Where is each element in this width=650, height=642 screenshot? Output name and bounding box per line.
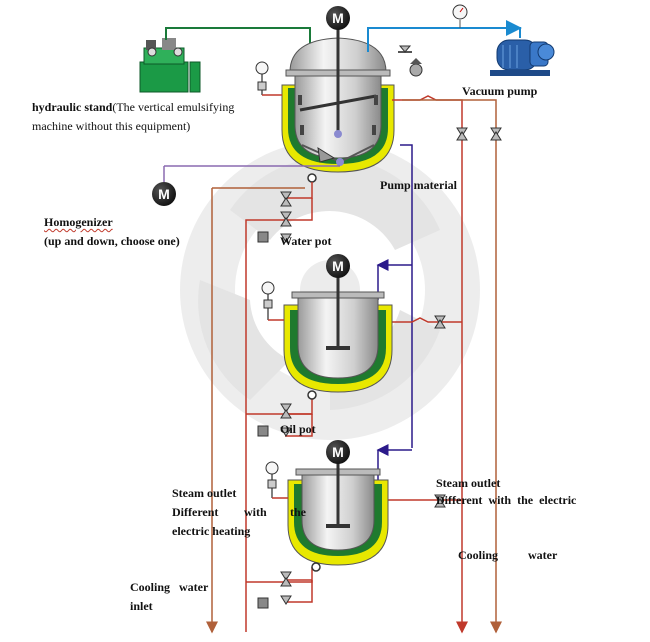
water-pot-label: Water pot — [280, 234, 332, 248]
different-left-line: Different with the — [172, 505, 306, 519]
different-right-label: Different with the electric — [436, 493, 577, 507]
top-valve — [398, 45, 423, 77]
motor-bottom: M — [326, 440, 350, 464]
oil-pot-label: Oil pot — [280, 422, 316, 436]
middle-vessel — [261, 270, 393, 400]
hydraulic-stand-note: (The vertical emulsifying — [112, 100, 235, 114]
electric-heating-label: electric heating — [172, 524, 251, 538]
right-valves — [434, 127, 502, 508]
water-pot-valves — [257, 191, 292, 243]
different-left-word-c: the — [290, 505, 306, 519]
different-left-word-a: Different — [172, 505, 219, 519]
steam-outlet-left-label: Steam outlet — [172, 486, 237, 500]
hydraulic-line — [165, 27, 311, 48]
homogenizer-title: Homogenizer — [44, 215, 113, 229]
cooling-water-inlet-label: Cooling water — [130, 580, 209, 594]
homogenizer-note: (up and down, choose one) — [44, 234, 180, 248]
hydraulic-stand — [139, 38, 201, 93]
motor-bottom-label: M — [332, 444, 344, 460]
motor-homogenizer: M — [152, 165, 340, 206]
pump-material-label: Pump material — [380, 178, 457, 192]
motor-middle-label: M — [332, 258, 344, 274]
different-left-word-b: with — [244, 505, 267, 519]
steam-outlet-right-label: Steam outlet — [436, 476, 501, 490]
cooling-water-right-label: Cooling water — [458, 548, 558, 562]
hydraulic-stand-note-2: machine without this equipment) — [32, 119, 191, 133]
bottom-vessel — [265, 461, 389, 572]
motor-middle: M — [326, 254, 350, 278]
hydraulic-stand-title: hydraulic stand — [32, 100, 113, 114]
vacuum-pump-label: Vacuum pump — [462, 84, 538, 98]
cooling-water-inlet-label-2: inlet — [130, 599, 153, 613]
vacuum-gauge — [452, 4, 468, 28]
motor-homogenizer-label: M — [158, 186, 170, 202]
cooling-lines — [206, 99, 502, 634]
bottom-pot-valves — [257, 571, 292, 609]
top-pressure-gauge — [255, 61, 282, 96]
hydraulic-stand-label: hydraulic stand(The vertical emulsifying — [32, 100, 234, 114]
motor-top: M — [326, 6, 350, 30]
main-vessel — [281, 28, 395, 183]
homogenizer-label: Homogenizer — [44, 215, 113, 229]
motor-top-label: M — [332, 10, 344, 26]
vacuum-pump — [490, 39, 555, 76]
oil-pot-valves — [257, 403, 292, 437]
